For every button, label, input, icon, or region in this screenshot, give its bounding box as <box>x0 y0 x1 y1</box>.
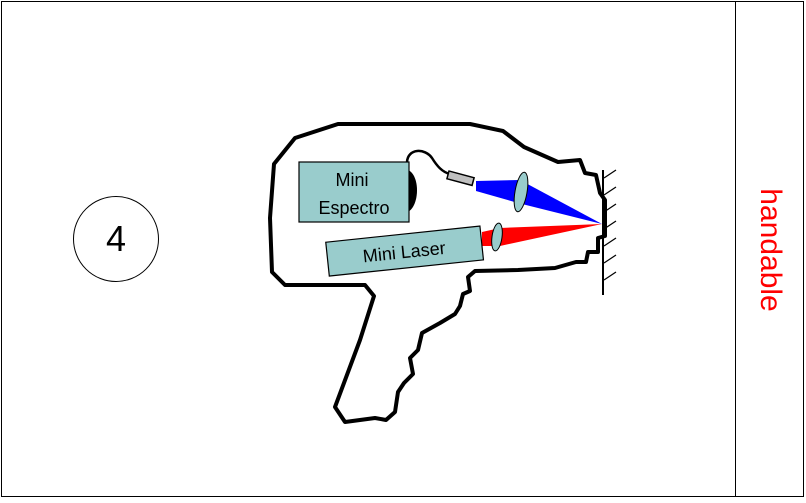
side-cell <box>735 1 804 497</box>
spectrometer-box <box>298 161 410 223</box>
laser-lens <box>491 222 503 252</box>
fiber-tip <box>446 170 476 187</box>
spectrometer-label-line2: Espectro <box>318 198 389 218</box>
sample-hatching <box>603 169 617 281</box>
step-number-circle: 4 <box>73 196 159 282</box>
fiber-cable <box>405 149 451 176</box>
laser-box-group: Mini Laser <box>325 225 485 277</box>
spectrometer-label-line1: Mini <box>335 170 368 190</box>
laser-beam <box>482 224 602 246</box>
collection-beam <box>476 180 602 224</box>
laser-box <box>325 225 485 277</box>
spectrometer-connector <box>408 170 417 212</box>
collection-lens <box>513 171 529 213</box>
step-number: 4 <box>105 218 127 259</box>
